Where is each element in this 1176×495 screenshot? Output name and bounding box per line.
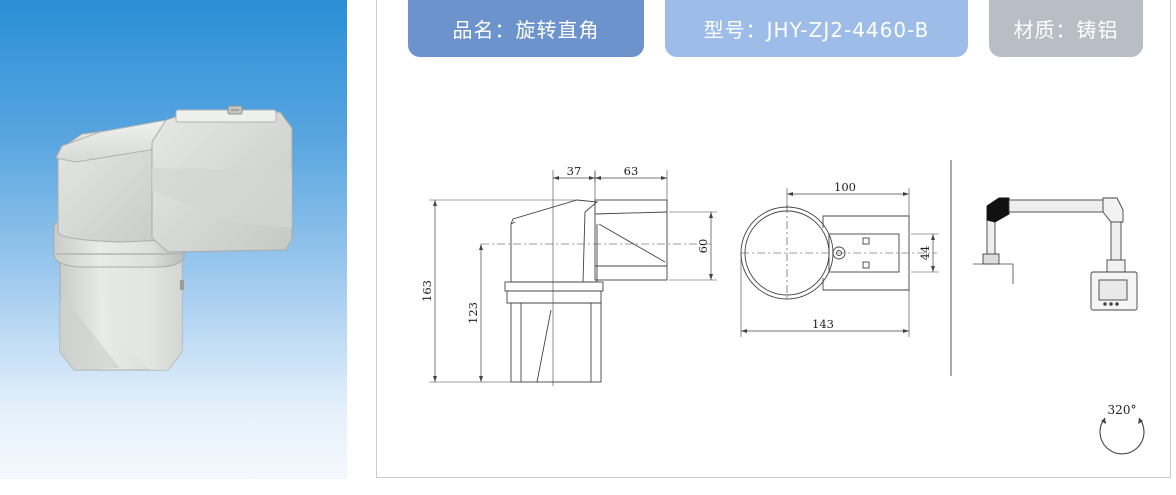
material-tag: 材质：铸铝	[989, 0, 1143, 57]
product-photo	[53, 105, 293, 371]
top-view-drawing	[740, 188, 939, 337]
rotation-label: 320°	[1108, 403, 1137, 417]
dim-top-width: 100	[834, 180, 856, 194]
dim-side-height-lower: 123	[466, 302, 480, 324]
technical-drawing: 37 63 163 123 60 100 143 44 320°	[420, 160, 1145, 455]
product-photo-panel	[0, 0, 347, 479]
application-view-drawing	[973, 197, 1138, 311]
dim-side-top-left: 37	[567, 164, 582, 178]
technical-drawing-panel: 品名：旋转直角 型号：JHY-ZJ2-4460-B 材质：铸铝	[376, 0, 1171, 478]
dim-top-arm-height: 44	[918, 246, 932, 261]
model-tag: 型号：JHY-ZJ2-4460-B	[665, 0, 968, 57]
side-view-drawing	[429, 170, 717, 386]
product-name-tag: 品名：旋转直角	[408, 0, 644, 57]
dim-top-length: 143	[812, 317, 834, 331]
rotation-320-icon	[1099, 417, 1145, 455]
dim-side-height-total: 163	[420, 280, 434, 302]
dim-side-arm-height: 60	[696, 239, 710, 254]
dim-side-top-right: 63	[624, 164, 639, 178]
